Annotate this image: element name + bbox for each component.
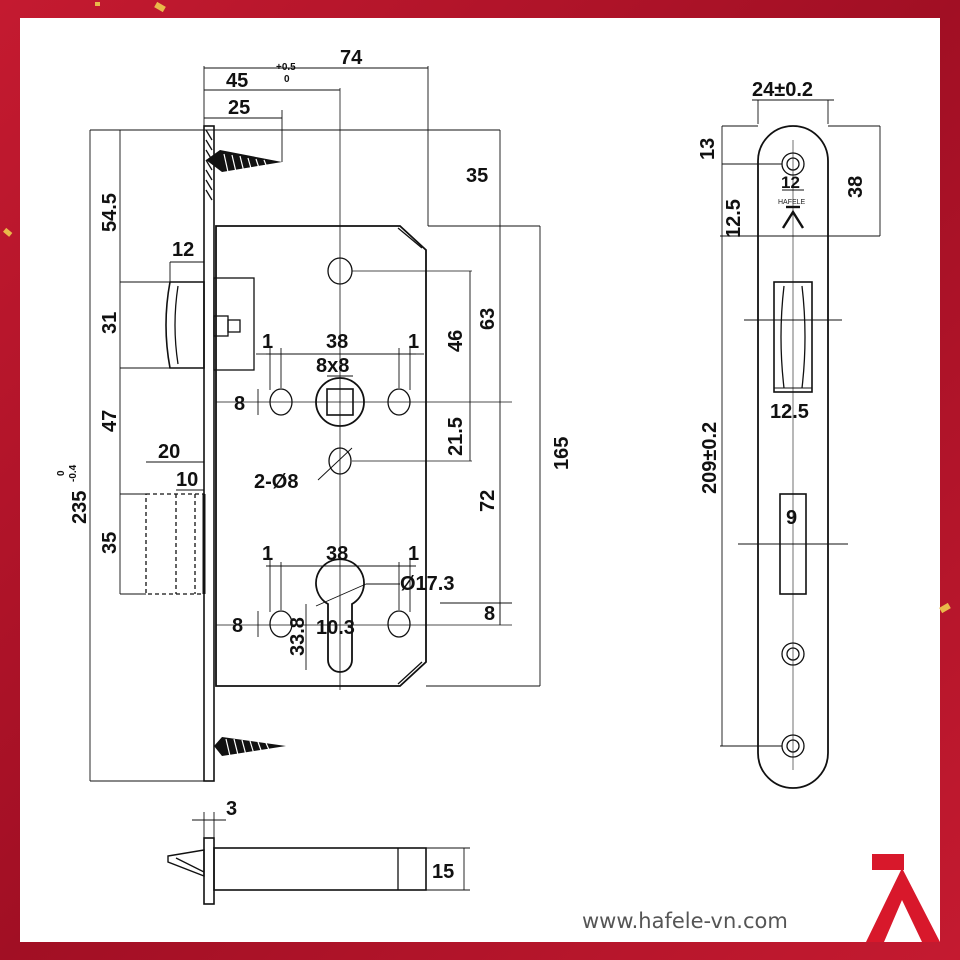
dim-3: 3 [226,798,237,820]
dim-31: 31 [99,312,121,334]
dim-46: 46 [445,330,467,352]
hafele-logo-icon [866,854,940,942]
faceplate-view [720,99,881,789]
dim-24: 24±0.2 [752,79,813,101]
dim-12: 12 [172,239,194,261]
dim-47: 47 [99,410,121,432]
lock-body-view [89,66,541,782]
latch-side-view [167,812,470,905]
dead-bolt [145,493,205,595]
dim-54-5: 54.5 [99,193,121,232]
faceplate-outline [757,125,829,789]
dim-12-5-top: 12.5 [723,199,745,238]
dim-8-upper: 8 [234,393,245,415]
dim-o17-3: Ø17.3 [400,573,454,595]
forend-plate [203,125,215,782]
bolt-body [213,847,427,891]
dim-21-5: 21.5 [445,417,467,456]
dim-165: 165 [551,437,573,470]
latch-side-dimensions: 3 15 [226,798,454,883]
latch-bolt [165,281,205,369]
bottom-screw [214,737,286,757]
dim-25: 25 [228,97,250,119]
dim-13: 13 [697,138,719,160]
dim-38-upper: 38 [326,331,348,353]
dim-15: 15 [432,861,454,883]
latch-tip [167,849,205,878]
dim-38-lower: 38 [326,543,348,565]
brand-text: HAFELE [778,199,806,206]
lock-body-dimensions: 74 45 +0.5 0 25 35 54.5 12 31 47 20 10 3… [56,47,573,656]
dim-1-upper-right: 1 [408,331,419,353]
dim-35-top: 35 [466,165,488,187]
dim-9: 9 [786,507,797,529]
dim-235-tol-top: 0 [56,470,67,476]
dim-33-8: 33.8 [287,617,309,656]
dim-8-right: 8 [484,603,495,625]
dim-8-lower: 8 [232,615,243,637]
dim-2-o8: 2-Ø8 [254,471,298,493]
dim-38-face: 38 [845,176,867,198]
cylinder-hole [315,558,365,673]
dim-12-5-mid: 12.5 [770,401,809,423]
dim-72: 72 [477,490,499,512]
dim-35-left: 35 [99,532,121,554]
dim-10-3: 10.3 [316,617,355,639]
hole-left-lower [269,610,293,638]
dim-235-tol-bottom: -0.4 [68,464,79,482]
hole-right-lower [387,610,411,638]
dim-20: 20 [158,441,180,463]
latch-housing [213,277,255,371]
dim-45: 45 [226,70,248,92]
lock-case [215,225,427,687]
dim-45-tol-top: +0.5 [276,62,296,73]
top-screw [206,150,282,173]
faceplate-dimensions: 24±0.2 13 12 HAFELE 12.5 38 209±0.2 12.5… [697,79,867,529]
dim-63: 63 [477,308,499,330]
dim-10: 10 [176,469,198,491]
dim-235: 235 [69,491,91,524]
dim-45-tol-bottom: 0 [284,74,290,85]
dim-1-lower-left: 1 [262,543,273,565]
dim-1-upper-left: 1 [262,331,273,353]
dim-12-face: 12 [781,173,800,192]
dim-74: 74 [340,47,363,69]
dim-8x8: 8x8 [316,355,349,377]
dim-1-lower-right: 1 [408,543,419,565]
watermark-url: www.hafele-vn.com [582,909,788,933]
confetti-decoration [3,1,951,614]
dim-209: 209±0.2 [699,422,721,494]
